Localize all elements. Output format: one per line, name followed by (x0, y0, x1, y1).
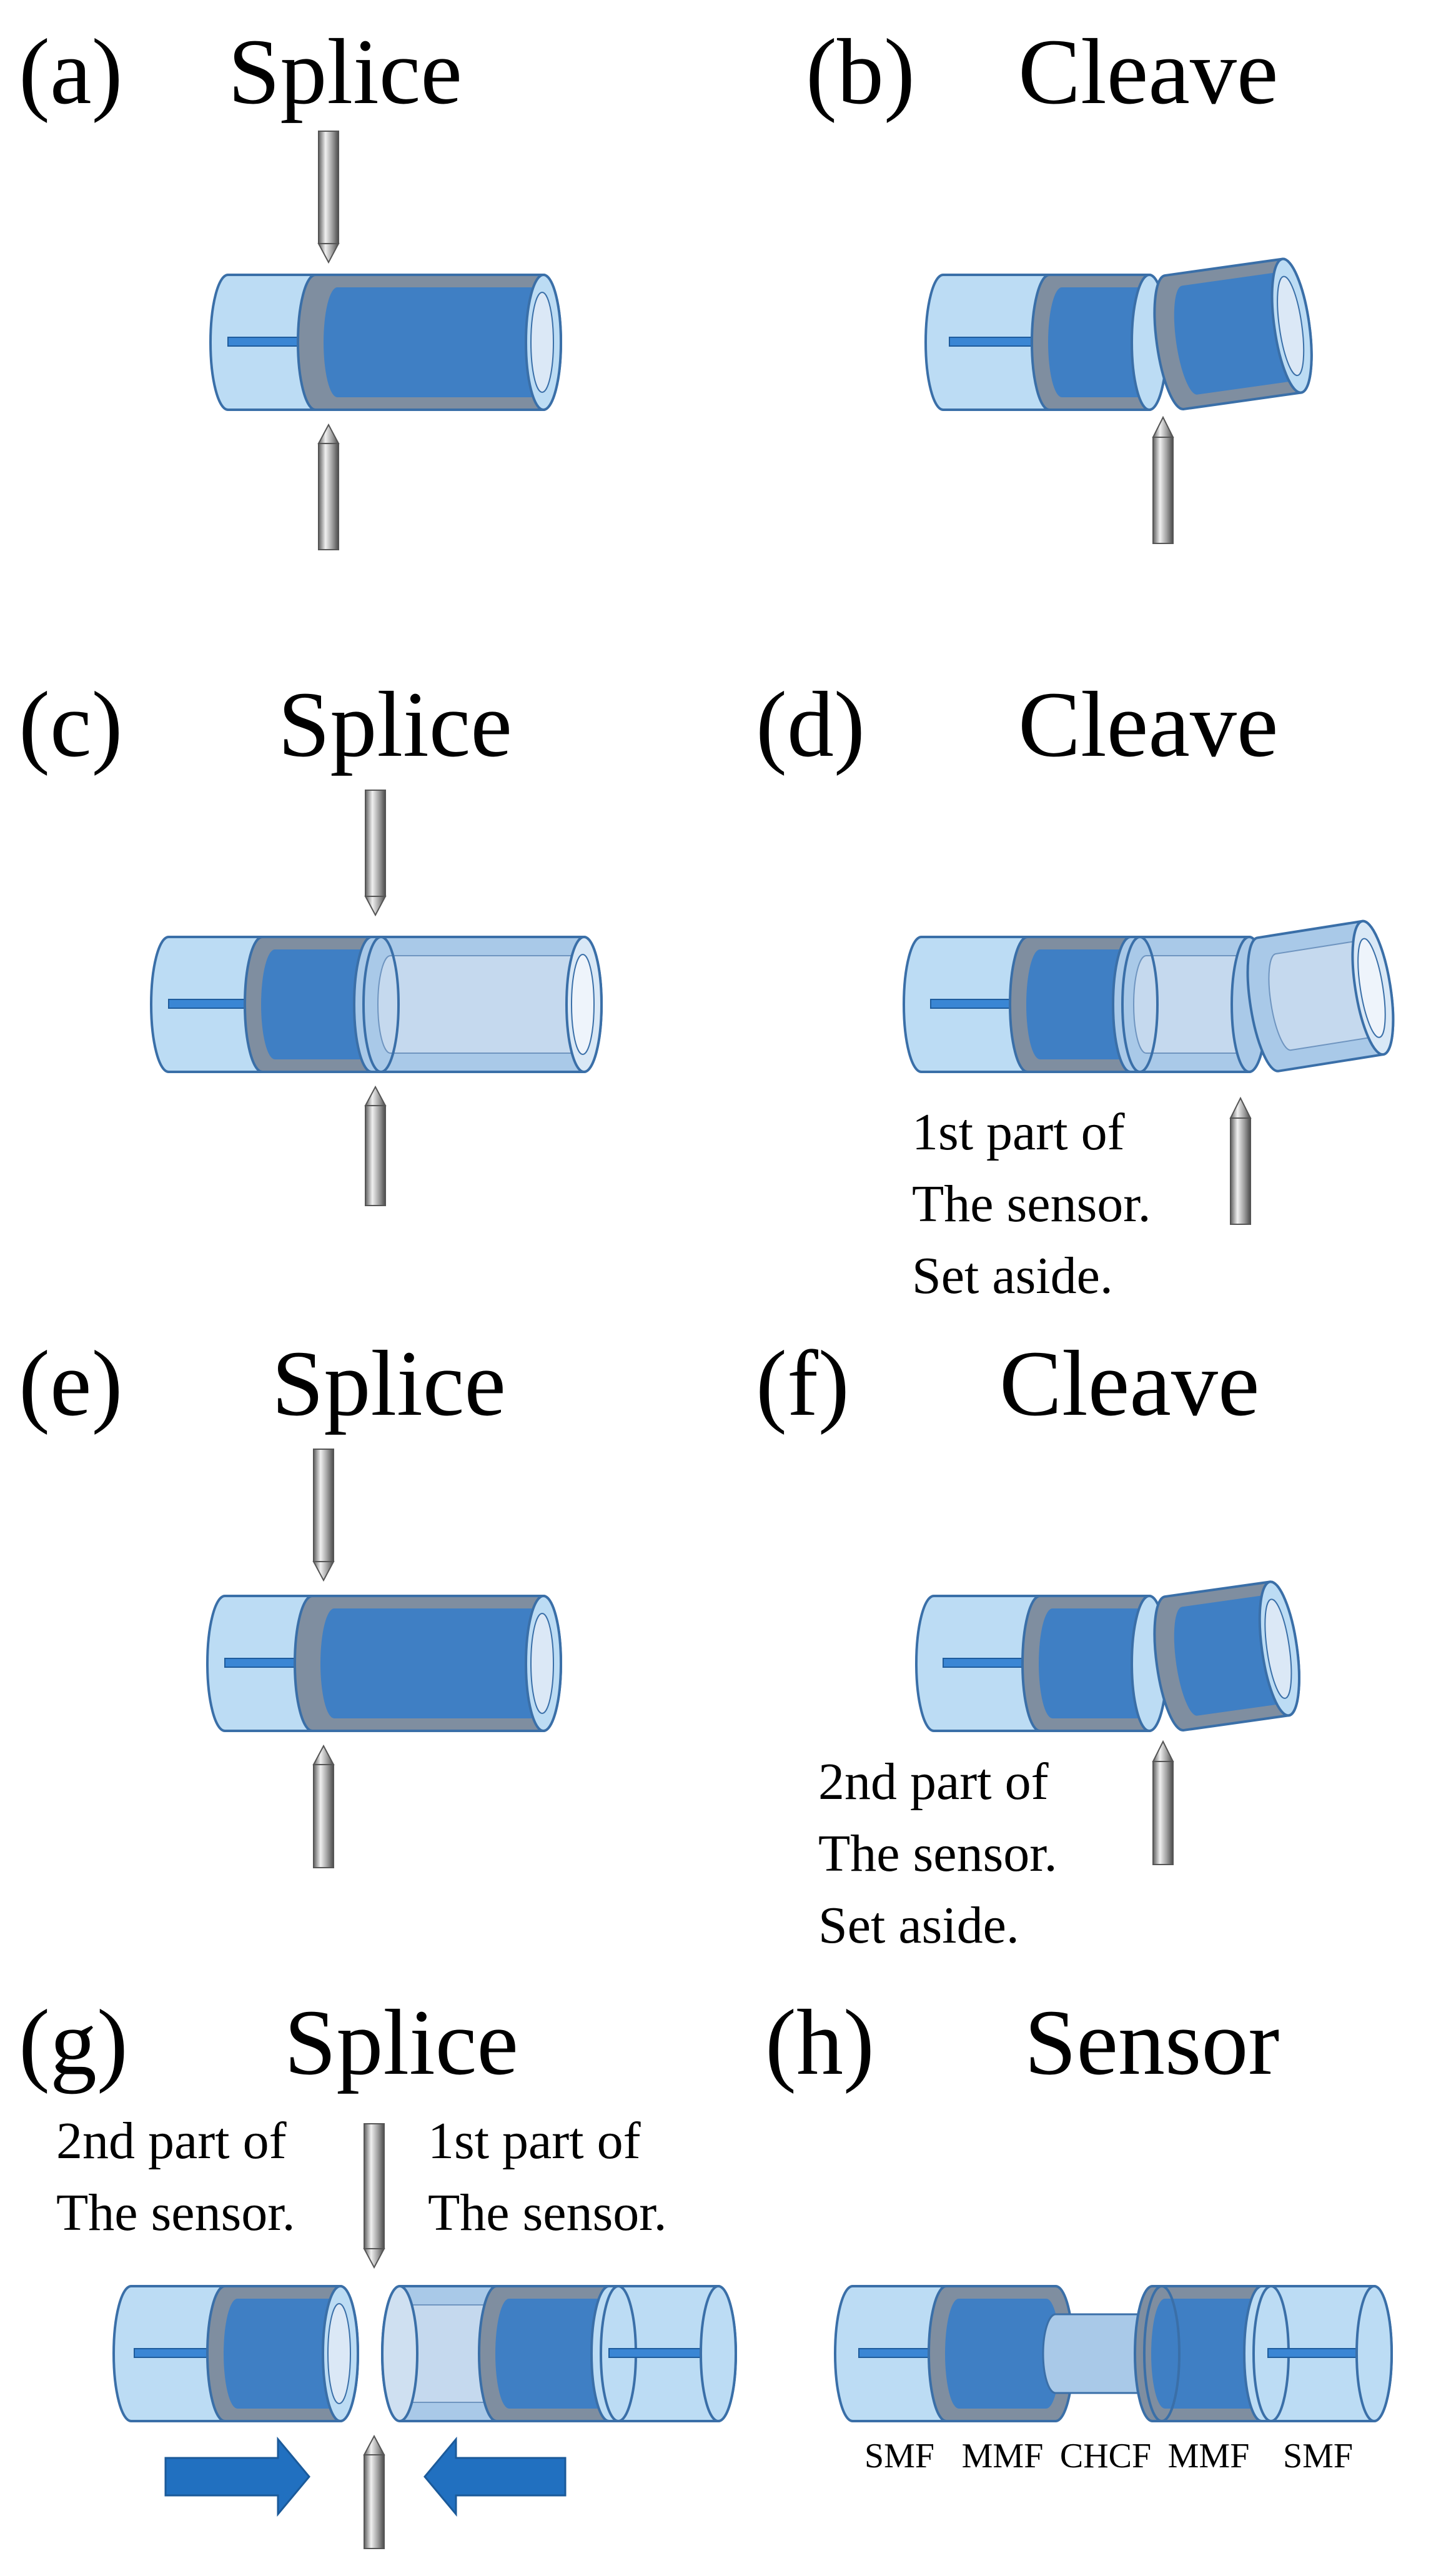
panel-d-note-line-2: The sensor. (912, 1175, 1151, 1233)
panel-c-title: Splice (278, 673, 512, 776)
panel-b: (b) Cleave (806, 20, 1313, 544)
cleaved-piece (1246, 919, 1395, 1073)
panel-f-note-line-1: 2nd part of (818, 1753, 1049, 1811)
panel-f-label: (f) (756, 1332, 849, 1435)
panel-c-label: (c) (19, 673, 122, 776)
panel-b-title: Cleave (1018, 20, 1278, 124)
panel-g-note-left-line-2: The sensor. (56, 2184, 295, 2242)
cleaved-piece (1153, 257, 1313, 410)
panel-f-title: Cleave (999, 1332, 1259, 1435)
panel-g: (g) Splice 2nd part of The sensor. 1st p… (19, 1991, 737, 2549)
panel-g-note-right-line-2: The sensor. (428, 2184, 667, 2242)
electrode-bottom (364, 1085, 387, 1206)
arrow-left-icon (423, 2436, 567, 2517)
panel-g-right-piece (381, 2285, 737, 2422)
segment-label-smf-2: SMF (1283, 2437, 1353, 2475)
segment-label-smf-1: SMF (864, 2437, 934, 2475)
segment-label-mmf-2: MMF (1168, 2437, 1250, 2475)
panel-a: (a) Splice (19, 20, 562, 550)
panel-d-note-line-3: Set aside. (912, 1247, 1113, 1305)
panel-f-note-line-2: The sensor. (818, 1825, 1057, 1883)
panel-c-fiber (150, 936, 603, 1073)
panel-d: (d) Cleave 1st part of The sensor. Set a… (756, 673, 1395, 1305)
panel-g-left-piece (112, 2285, 359, 2422)
electrode-top (312, 1449, 335, 1582)
panel-e-fiber (206, 1595, 562, 1732)
cleaved-piece (1153, 1580, 1300, 1731)
electrode-bottom (312, 1744, 335, 1868)
panel-g-note-right-line-1: 1st part of (428, 2112, 641, 2170)
panel-h-title: Sensor (1024, 1991, 1279, 2094)
panel-d-title: Cleave (1018, 673, 1278, 776)
smf-core (608, 2348, 716, 2358)
electrode-top (364, 790, 387, 917)
panel-h-label: (h) (765, 1991, 874, 2094)
electrode-top (363, 2123, 385, 2269)
electrode-bottom (363, 2434, 385, 2549)
panel-a-fiber (209, 274, 562, 411)
cleaver-blade (1229, 1096, 1252, 1225)
panel-c: (c) Splice (19, 673, 603, 1206)
panel-e-label: (e) (19, 1332, 122, 1435)
panel-d-note-line-1: 1st part of (912, 1103, 1125, 1161)
electrode-bottom (317, 423, 340, 550)
arrow-right-icon (164, 2436, 310, 2517)
electrode-top (317, 131, 340, 264)
panel-g-title: Splice (284, 1991, 518, 2094)
panel-g-label: (g) (19, 1991, 128, 2094)
mmf-core (324, 287, 545, 397)
panel-f-note-line-3: Set aside. (818, 1896, 1019, 1954)
panel-b-label: (b) (806, 20, 915, 124)
panel-d-label: (d) (756, 673, 865, 776)
segment-label-chcf: CHCF (1060, 2437, 1151, 2475)
panel-e: (e) Splice (19, 1332, 562, 1868)
panel-f-fiber (915, 1580, 1300, 1732)
segment-label-mmf-1: MMF (962, 2437, 1044, 2475)
cleaver-blade (1152, 1740, 1174, 1865)
panel-b-fiber (924, 257, 1313, 411)
panel-g-note-left-line-1: 2nd part of (56, 2112, 287, 2170)
panel-f: (f) Cleave 2nd part of The sensor. Set a… (756, 1332, 1300, 1954)
smf-core (949, 337, 1044, 347)
panel-a-title: Splice (228, 20, 462, 124)
panel-a-label: (a) (19, 20, 122, 124)
cleaver-blade (1152, 415, 1174, 544)
panel-h: (h) Sensor SMF MMF CHCF MMF SMF (765, 1991, 1393, 2475)
panel-h-sensor (834, 2285, 1393, 2422)
panel-e-title: Splice (272, 1332, 506, 1435)
panel-d-fiber (903, 919, 1395, 1073)
